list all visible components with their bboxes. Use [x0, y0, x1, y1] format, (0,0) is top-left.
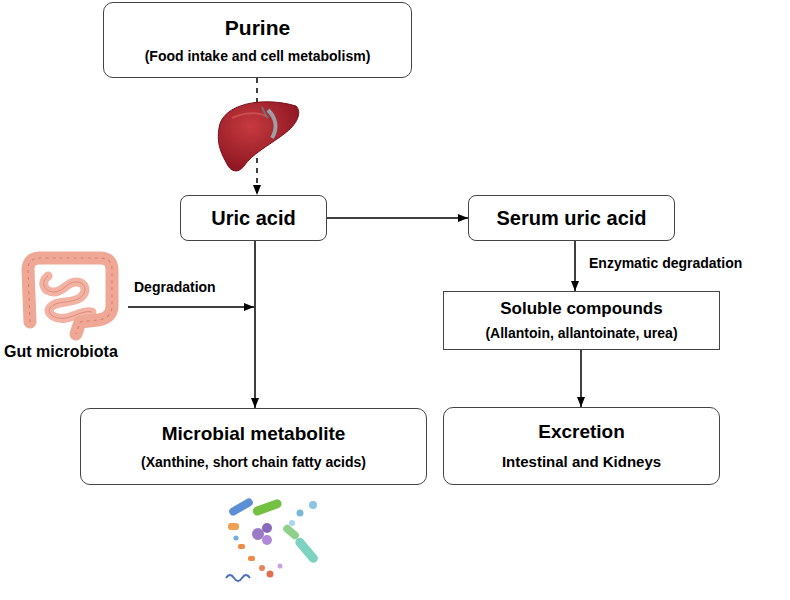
degradation-arrow — [128, 306, 254, 308]
box-heading: Uric acid — [211, 206, 295, 230]
source-box: Purine (Food intake and cell metabolism) — [103, 2, 412, 78]
gut-illustration — [28, 258, 112, 334]
process-box: Uric acid — [180, 195, 327, 241]
box-subtext: Intestinal and Kidneys — [502, 453, 661, 471]
box-heading: Excretion — [538, 421, 625, 444]
flow-arrow — [327, 217, 468, 219]
box-heading: Soluble compounds — [500, 299, 662, 319]
illustration-label: Gut microbiota — [4, 343, 118, 361]
flow-arrow — [254, 241, 256, 408]
flow-arrow — [574, 241, 576, 291]
process-box: Serum uric acid — [468, 195, 675, 241]
edge-label: Enzymatic degradation — [589, 255, 742, 271]
process-box: Soluble compounds (Allantoin, allantoinat… — [443, 291, 720, 350]
box-heading: Purine — [225, 15, 290, 40]
box-subtext: (Allantoin, allantoinate, urea) — [485, 325, 677, 342]
dashed-arrow — [256, 78, 258, 195]
box-heading: Serum uric acid — [496, 206, 646, 230]
box-heading: Microbial metabolite — [162, 423, 346, 446]
arrow-label: Degradation — [134, 279, 216, 295]
bacteria-illustration — [226, 497, 320, 581]
box-subtext: (Food intake and cell metabolism) — [145, 48, 371, 65]
process-box: ExcretionIntestinal and Kidneys — [443, 407, 720, 485]
flow-arrow — [580, 350, 582, 407]
process-box: Microbial metabolite (Xanthine, short cha… — [80, 408, 427, 485]
box-subtext: (Xanthine, short chain fatty acids) — [141, 454, 366, 471]
liver-illustration — [218, 102, 298, 171]
